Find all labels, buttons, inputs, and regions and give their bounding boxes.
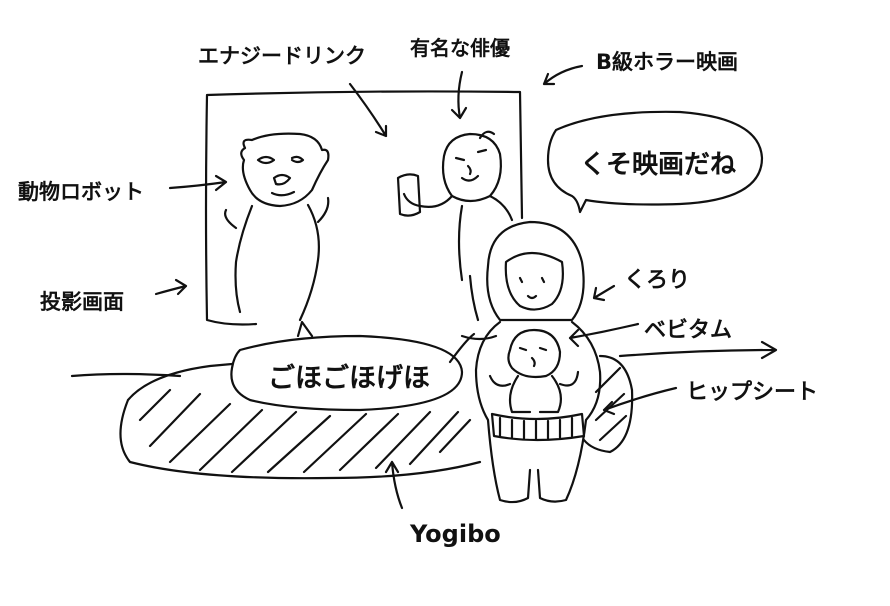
label-animal-robot: 動物ロボット [18, 180, 144, 204]
animal-robot-face [256, 155, 305, 197]
floor-line-right [618, 340, 778, 360]
label-kurori: くろり [624, 268, 691, 293]
kurori-head [486, 220, 585, 322]
arrow-baby-bitam [568, 322, 640, 348]
bubble-kuso-eiga-text: くそ映画だね [580, 150, 737, 180]
label-energy-drink: エナジードリンク [198, 44, 366, 68]
animal-robot-body [224, 196, 330, 322]
arrow-actor [450, 70, 468, 120]
baby-body [488, 370, 580, 414]
label-baby-bitam: ベビタム [644, 318, 733, 343]
animal-robot-head [240, 132, 330, 208]
arrow-screen [154, 278, 188, 296]
energy-drink-can [396, 173, 422, 217]
baby-head [507, 328, 562, 379]
arrow-kurori [592, 284, 616, 302]
bubble-baby-outline [230, 320, 464, 412]
actor-face [454, 148, 488, 182]
hip-seat [490, 412, 586, 442]
arrow-b-horror [542, 64, 584, 86]
arrow-hip-seat [602, 386, 678, 416]
label-hip-seat: ヒップシート [686, 380, 819, 405]
label-yogibo: Yogibo [410, 520, 501, 548]
bubble-baby-talk-text: ごほごほげほ [268, 363, 430, 394]
label-projection-screen: 投影画面 [40, 290, 124, 314]
actor-head [441, 130, 502, 203]
yogibo-hatching [138, 388, 472, 474]
arrow-yogibo [384, 460, 404, 510]
projection-screen-frame [204, 90, 524, 326]
arrow-energy-drink [348, 82, 388, 138]
yogibo-outline [119, 332, 498, 480]
bubble-kuso-outline [546, 110, 764, 214]
floor-line-left [70, 372, 182, 378]
yogibo-right-side [582, 354, 634, 454]
kurori-body [474, 320, 602, 504]
kurori-face [504, 251, 564, 311]
label-b-horror: B級ホラー映画 [596, 50, 739, 74]
arrow-animal-robot [168, 174, 228, 192]
label-famous-actor: 有名な俳優 [410, 36, 510, 60]
